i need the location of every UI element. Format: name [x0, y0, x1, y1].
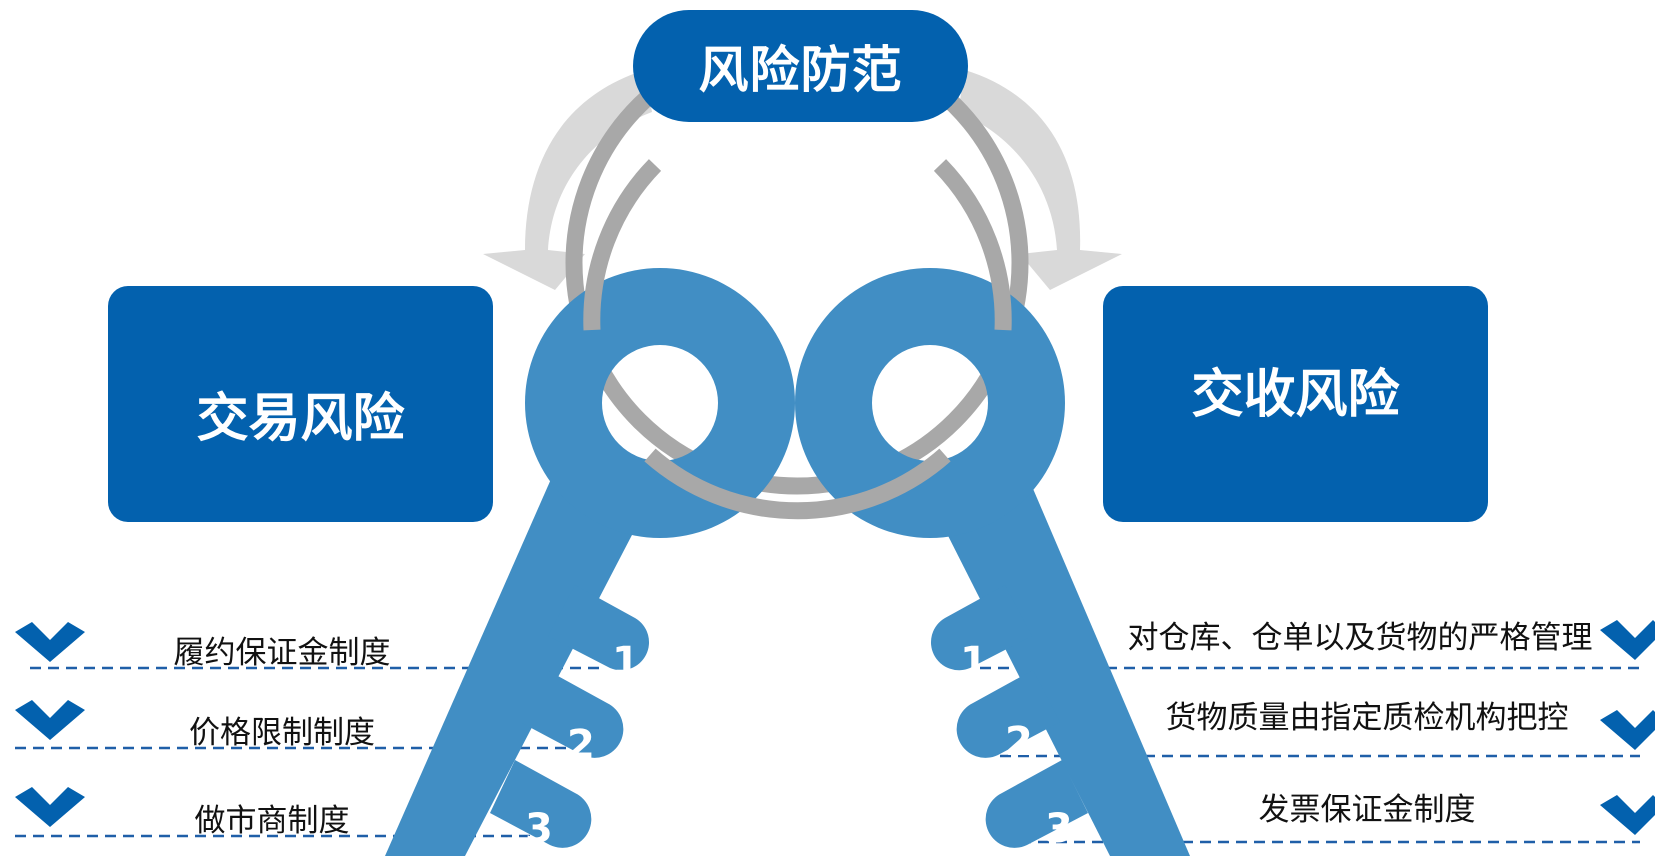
left-measure-3: 做市商制度 — [194, 803, 350, 839]
key-left-number-1: 1 — [612, 639, 640, 685]
chevron-down-icon — [1600, 620, 1655, 660]
right-measure-1: 对仓库、仓单以及货物的严格管理 — [1127, 620, 1593, 656]
chevron-down-icon — [1600, 710, 1655, 750]
key-right-number-3: 3 — [1045, 806, 1073, 852]
trading-risk-label: 交易风险 — [196, 388, 405, 449]
left-measure-1: 履约保证金制度 — [173, 635, 391, 671]
settlement-risk-box: 交收风险 — [1103, 286, 1488, 522]
right-measure-3: 发票保证金制度 — [1258, 792, 1476, 828]
settlement-risk-label: 交收风险 — [1191, 364, 1400, 425]
key-left-number-3: 3 — [525, 806, 553, 852]
curved-arrow-right-icon — [958, 70, 1122, 290]
key-right — [795, 268, 1190, 856]
chevron-down-icon — [15, 622, 85, 662]
chevron-down-icon — [1600, 795, 1655, 835]
curved-arrow-left-icon — [483, 70, 652, 290]
chevron-down-icon — [15, 700, 85, 740]
left-measure-2: 价格限制制度 — [189, 715, 375, 751]
key-right-number-1: 1 — [960, 639, 988, 685]
trading-risk-box: 交易风险 — [108, 286, 493, 522]
key-right-number-2: 2 — [1005, 719, 1033, 765]
risk-prevention-label: 风险防范 — [698, 41, 903, 99]
key-left — [385, 268, 795, 856]
risk-prevention-title: 风险防范 — [633, 10, 968, 122]
chevron-down-icon — [15, 787, 85, 827]
key-left-number-2: 2 — [567, 722, 595, 768]
right-measure-2: 货物质量由指定质检机构把控 — [1165, 700, 1569, 736]
